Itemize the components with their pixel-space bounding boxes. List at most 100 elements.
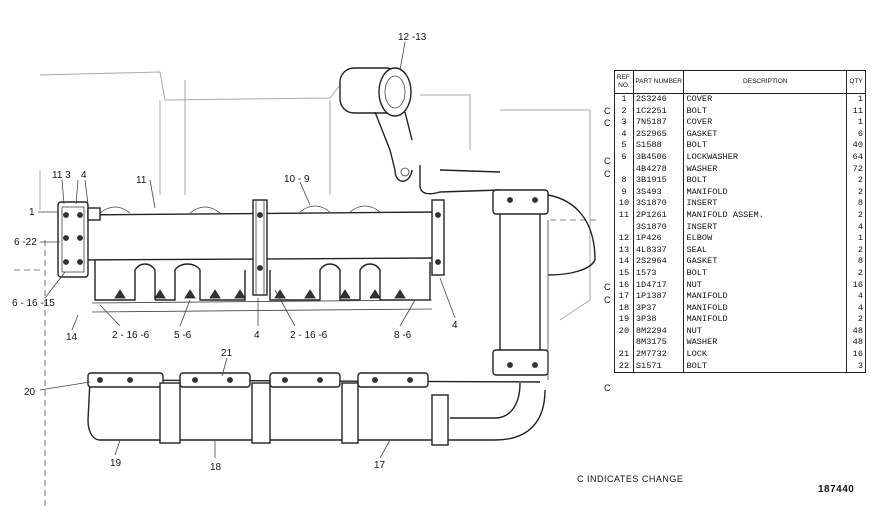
ref-no-cell: 9: [614, 186, 634, 199]
description-cell: BOLT: [683, 267, 848, 280]
description-cell: INSERT: [683, 221, 848, 234]
qty-cell: 48: [846, 325, 866, 338]
ref-no-cell: 5: [614, 140, 634, 152]
callout-8-6: 8 -6: [394, 330, 412, 341]
header-description: DESCRIPTION: [683, 70, 848, 94]
exhaust-manifold-diagram: 12 -13 11 10 - 9 11 3 4 1 6 -22 6 - 16 -…: [10, 32, 600, 510]
description-cell: LOCK: [683, 349, 848, 361]
description-cell: BOLT: [683, 140, 848, 152]
callout-11-3: 11 3: [52, 170, 71, 181]
description-cell: WASHER: [683, 337, 848, 350]
qty-cell: 40: [846, 140, 866, 152]
callout-6-22: 6 -22: [14, 237, 37, 248]
qty-cell: 2: [846, 186, 866, 199]
qty-cell: 1: [846, 93, 866, 106]
description-cell: SEAL: [683, 244, 848, 257]
callout-6-16-15: 6 - 16 -15: [12, 298, 55, 309]
part-number-cell: 3S1870: [632, 198, 685, 210]
ref-no-cell: 14: [614, 256, 634, 268]
qty-cell: 2: [846, 244, 866, 257]
callout-5-6: 5 -6: [174, 330, 192, 341]
qty-cell: 8: [846, 198, 866, 210]
ref-no-cell: 21: [614, 349, 634, 361]
riser-pipe: [419, 165, 596, 380]
change-mark: C: [604, 156, 611, 166]
ref-no-cell: [614, 163, 634, 176]
callout-21: 21: [221, 348, 233, 359]
description-cell: MANIFOLD: [683, 314, 848, 326]
change-mark: C: [604, 382, 611, 393]
part-number-cell: 3B4506: [632, 151, 685, 164]
description-cell: INSERT: [683, 198, 848, 210]
change-mark: C: [604, 168, 611, 179]
description-cell: MANIFOLD ASSEM.: [683, 209, 848, 222]
callout-18: 18: [210, 462, 222, 473]
ref-no-cell: 12: [614, 233, 634, 245]
callout-1: 1: [29, 207, 35, 218]
part-number-cell: S1588: [632, 140, 685, 152]
ref-no-cell: 4: [614, 128, 634, 141]
part-number-cell: S1571: [632, 360, 685, 374]
part-number-cell: 2S2964: [632, 256, 685, 268]
qty-cell: 1: [846, 117, 866, 129]
part-number-cell: 1P426: [632, 233, 685, 245]
callout-2-16-6-left: 2 - 16 -6: [112, 330, 150, 341]
part-number-cell: 3P37: [632, 302, 685, 315]
callout-4-middle: 4: [254, 330, 260, 341]
description-cell: BOLT: [683, 105, 848, 118]
engine-outline: [10, 71, 600, 510]
part-number-cell: 8M2294: [632, 325, 685, 338]
part-number-cell: 3P38: [632, 314, 685, 326]
ref-no-cell: 6: [614, 151, 634, 164]
callout-12-13: 12 -13: [398, 32, 427, 43]
change-mark: C: [604, 105, 611, 116]
ref-no-cell: 17: [614, 291, 634, 303]
part-number-cell: 3S1870: [632, 221, 685, 234]
lower-manifold: [87, 372, 546, 446]
ref-no-cell: 3: [614, 117, 634, 129]
ref-no-cell: 13: [614, 244, 634, 257]
ref-no-cell: [614, 221, 634, 234]
description-cell: GASKET: [683, 128, 848, 141]
callout-2-16-6-right: 2 - 16 -6: [290, 330, 328, 341]
part-number-cell: 7N5187: [632, 117, 685, 129]
description-cell: MANIFOLD: [683, 291, 848, 303]
qty-cell: 1: [846, 233, 866, 245]
ref-no-cell: 18: [614, 302, 634, 315]
change-mark: C: [604, 118, 611, 129]
part-number-cell: 1C2251: [632, 105, 685, 118]
description-cell: COVER: [683, 117, 848, 129]
qty-cell: 4: [846, 291, 866, 303]
part-number-cell: 4B4278: [632, 163, 685, 176]
description-cell: BOLT: [683, 360, 848, 374]
description-cell: LOCKWASHER: [683, 151, 848, 164]
change-note: C INDICATES CHANGE: [577, 474, 684, 484]
exhaust-ports: [91, 260, 433, 313]
qty-cell: 16: [846, 349, 866, 361]
callout-4-left: 4: [81, 170, 87, 181]
change-mark: C: [604, 294, 611, 305]
ref-no-cell: 19: [614, 314, 634, 326]
qty-cell: 2: [846, 175, 866, 187]
callout-4-right: 4: [452, 320, 458, 331]
header-ref-no: REF. NO.: [614, 70, 634, 94]
ref-no-cell: 1: [614, 93, 634, 106]
parts-table-header: REF. NO. PART NUMBER DESCRIPTION QTY: [614, 70, 866, 94]
qty-cell: 3: [846, 360, 866, 374]
change-mark: C: [604, 282, 611, 292]
description-cell: MANIFOLD: [683, 186, 848, 199]
